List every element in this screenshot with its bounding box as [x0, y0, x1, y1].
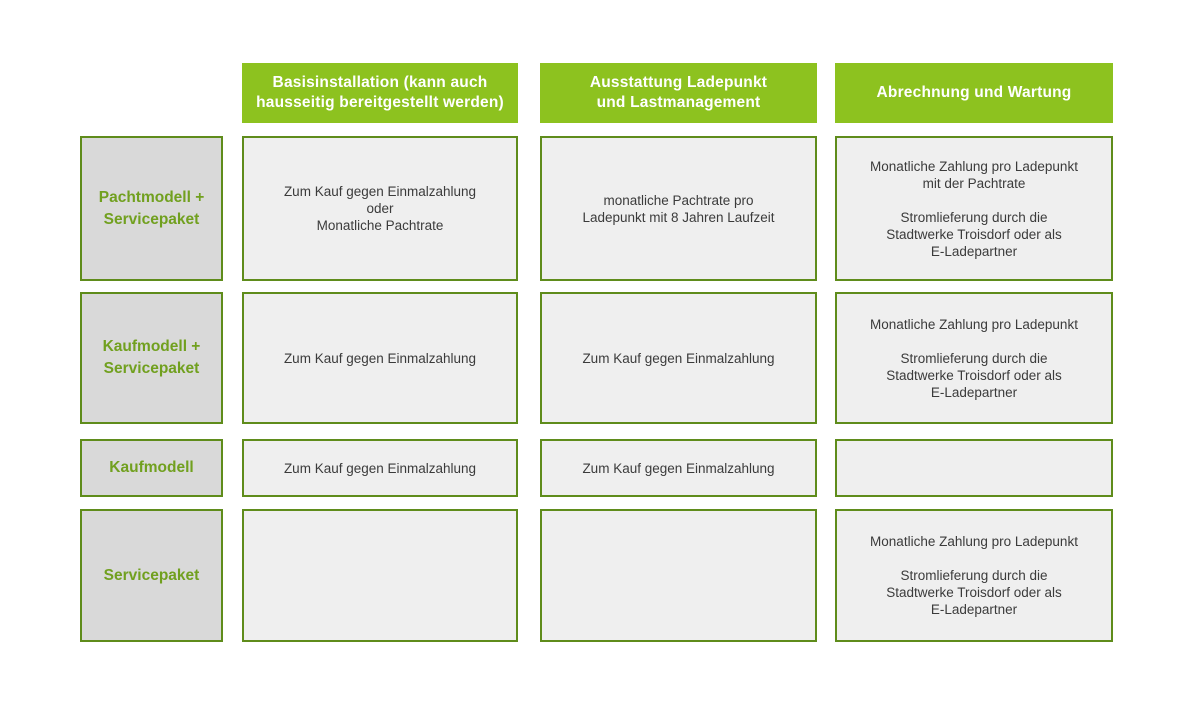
column-header-label: Abrechnung und Wartung [876, 84, 1072, 101]
cell-text: Monatliche Zahlung pro Ladepunkt mit der… [870, 158, 1078, 259]
column-header-abrechnung-wartung: Abrechnung und Wartung [835, 63, 1113, 123]
cell-kaufmodell-servicepaket-ausstattung: Zum Kauf gegen Einmalzahlung [540, 292, 817, 424]
row-label-text: Servicepaket [103, 566, 200, 584]
row-label-servicepaket: Servicepaket [80, 509, 223, 642]
cell-text: Zum Kauf gegen Einmalzahlung oder Monatl… [283, 184, 477, 233]
cell-kaufmodell-abrechnung-empty [835, 439, 1113, 497]
cell-kaufmodell-ausstattung: Zum Kauf gegen Einmalzahlung [540, 439, 817, 497]
column-header-label: Ausstattung Ladepunkt und Lastmanagement [589, 74, 768, 111]
cell-servicepaket-basisinstallation-empty [242, 509, 518, 642]
cell-kaufmodell-basisinstallation: Zum Kauf gegen Einmalzahlung [242, 439, 518, 497]
row-label-kaufmodell: Kaufmodell [80, 439, 223, 497]
cell-pachtmodell-ausstattung: monatliche Pachtrate pro Ladepunkt mit 8… [540, 136, 817, 281]
row-label-pachtmodell-servicepaket: Pachtmodell + Servicepaket [80, 136, 223, 281]
cell-pachtmodell-basisinstallation: Zum Kauf gegen Einmalzahlung oder Monatl… [242, 136, 518, 281]
cell-pachtmodell-abrechnung: Monatliche Zahlung pro Ladepunkt mit der… [835, 136, 1113, 281]
cell-servicepaket-ausstattung-empty [540, 509, 817, 642]
column-header-basisinstallation: Basisinstallation (kann auch hausseitig … [242, 63, 518, 123]
column-header-label: Basisinstallation (kann auch hausseitig … [256, 74, 504, 111]
row-label-text: Kaufmodell [109, 459, 194, 476]
row-label-kaufmodell-servicepaket: Kaufmodell + Servicepaket [80, 292, 223, 424]
cell-kaufmodell-servicepaket-basisinstallation: Zum Kauf gegen Einmalzahlung [242, 292, 518, 424]
cell-kaufmodell-servicepaket-abrechnung: Monatliche Zahlung pro Ladepunkt Stromli… [835, 292, 1113, 424]
cell-text: Monatliche Zahlung pro Ladepunkt Stromli… [870, 534, 1078, 617]
row-label-text: Pachtmodell + Servicepaket [98, 188, 205, 228]
cell-text: Zum Kauf gegen Einmalzahlung [283, 350, 477, 366]
row-label-text: Kaufmodell + Servicepaket [102, 338, 201, 377]
column-header-ausstattung-ladepunkt: Ausstattung Ladepunkt und Lastmanagement [540, 63, 817, 123]
cell-text: Zum Kauf gegen Einmalzahlung [582, 460, 775, 476]
cell-text: Zum Kauf gegen Einmalzahlung [283, 460, 477, 476]
cell-text: Monatliche Zahlung pro Ladepunkt Stromli… [870, 316, 1078, 400]
cell-servicepaket-abrechnung: Monatliche Zahlung pro Ladepunkt Stromli… [835, 509, 1113, 642]
cell-text: monatliche Pachtrate pro Ladepunkt mit 8… [582, 192, 775, 225]
cell-text: Zum Kauf gegen Einmalzahlung [582, 350, 775, 366]
